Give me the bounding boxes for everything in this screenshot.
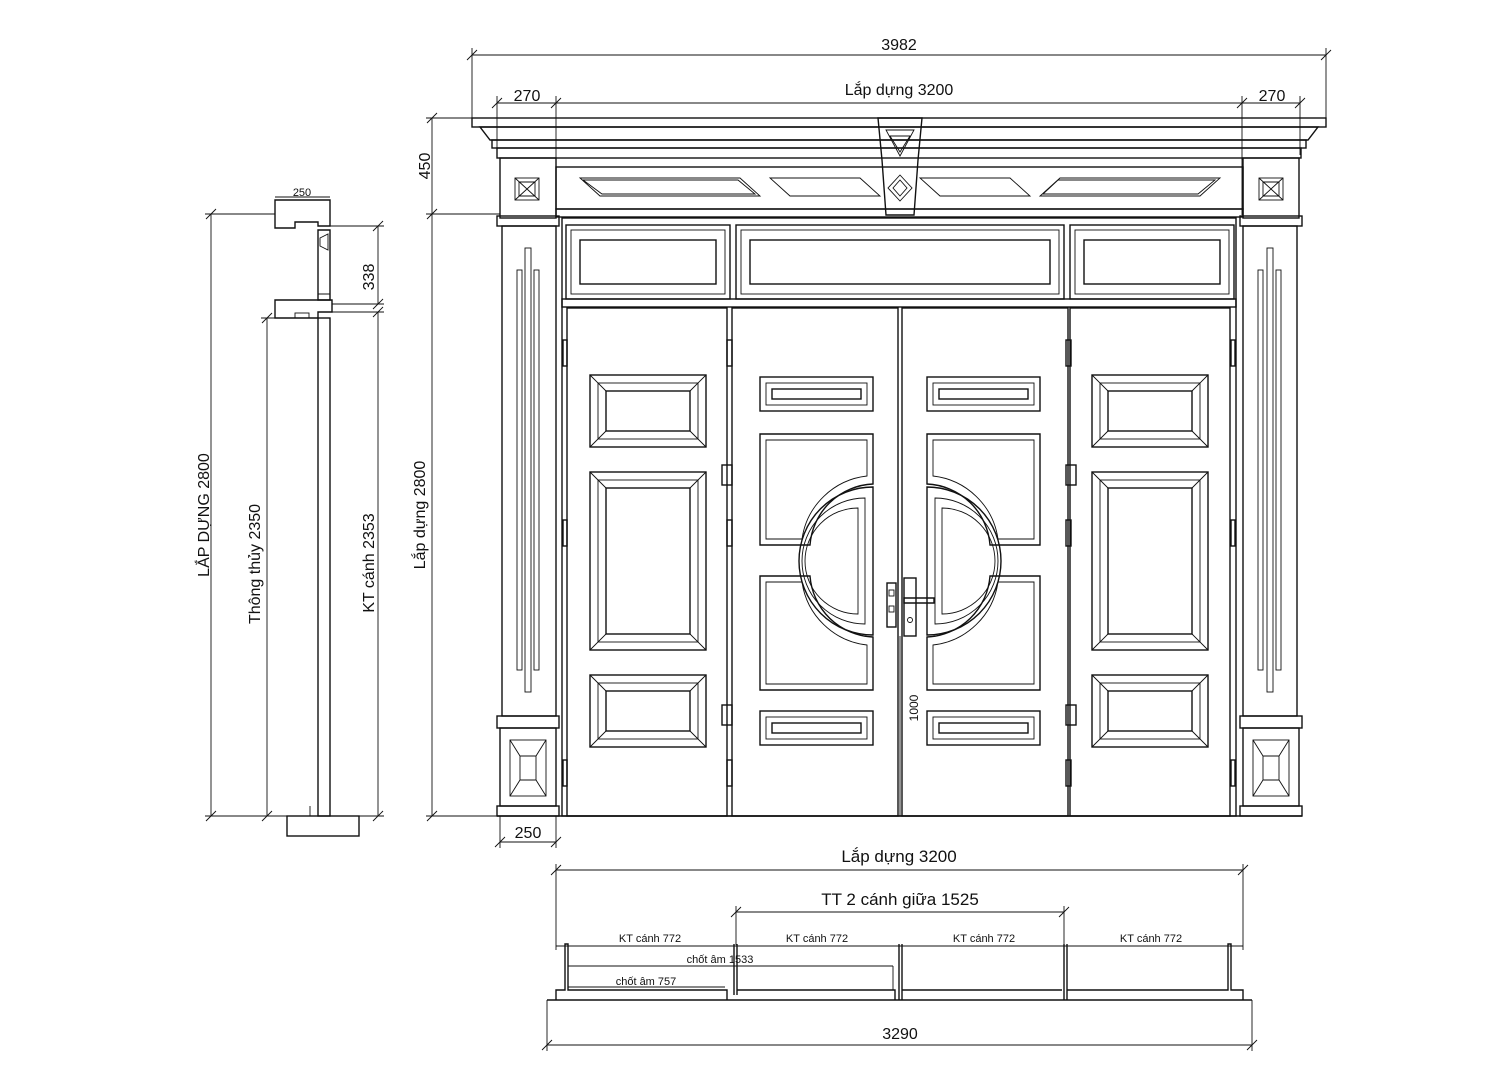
clear-height-label: Thông thủy 2350 bbox=[247, 504, 264, 624]
plan-view: Lắp dựng 3200 TT 2 cánh giữa 1525 KT cán… bbox=[541, 847, 1258, 1051]
column-width-dimension: 250 bbox=[494, 816, 562, 848]
section-install-height-label: LẮP DỰNG 2800 bbox=[194, 453, 213, 577]
elevation-install-height-label: Lắp dựng 2800 bbox=[410, 461, 429, 570]
plan-overall-width-label: 3290 bbox=[882, 1026, 918, 1043]
leaf-label-2: KT cánh 772 bbox=[786, 933, 848, 945]
left-column bbox=[496, 157, 560, 817]
leaf-label-3: KT cánh 772 bbox=[953, 933, 1015, 945]
right-margin-label: 270 bbox=[1259, 88, 1286, 105]
handle-height-label: 1000 bbox=[907, 694, 921, 721]
left-centre-leaf bbox=[731, 307, 899, 817]
leaf-height-label: KT cánh 2353 bbox=[361, 513, 378, 612]
head-height-label: 450 bbox=[417, 153, 434, 180]
right-centre-leaf bbox=[901, 307, 1069, 817]
right-outer-leaf bbox=[1069, 307, 1231, 817]
overall-width-label: 3982 bbox=[881, 37, 917, 54]
plan-install-width-label: Lắp dựng 3200 bbox=[841, 847, 956, 866]
bolt-short-label: chốt âm 757 bbox=[616, 976, 677, 988]
column-width-label: 250 bbox=[515, 825, 542, 842]
elevation-height-dimensions: 450 Lắp dựng 2800 bbox=[410, 112, 500, 822]
transom-height-label: 338 bbox=[361, 264, 378, 291]
right-column bbox=[1239, 157, 1303, 817]
handle-height-dimension: 1000 bbox=[899, 636, 921, 816]
section-view: 250 LẮP DỰNG 2800 Thông thủy 2350 338 bbox=[194, 187, 384, 837]
middle-pair-label: TT 2 cánh giữa 1525 bbox=[821, 890, 979, 909]
hinges bbox=[562, 339, 1236, 787]
section-frame-width-label: 250 bbox=[293, 187, 311, 199]
leaf-label-1: KT cánh 772 bbox=[619, 933, 681, 945]
bolt-long-label: chốt âm 1533 bbox=[687, 954, 754, 966]
leaf-label-4: KT cánh 772 bbox=[1120, 933, 1182, 945]
left-margin-label: 270 bbox=[514, 88, 541, 105]
cornice bbox=[471, 117, 1327, 218]
top-dimensions: 3982 270 Lắp dựng 3200 270 bbox=[466, 37, 1332, 160]
keystone bbox=[877, 117, 923, 216]
door-handle bbox=[886, 577, 935, 637]
left-outer-leaf bbox=[566, 307, 728, 817]
install-width-label: Lắp dựng 3200 bbox=[845, 80, 954, 99]
